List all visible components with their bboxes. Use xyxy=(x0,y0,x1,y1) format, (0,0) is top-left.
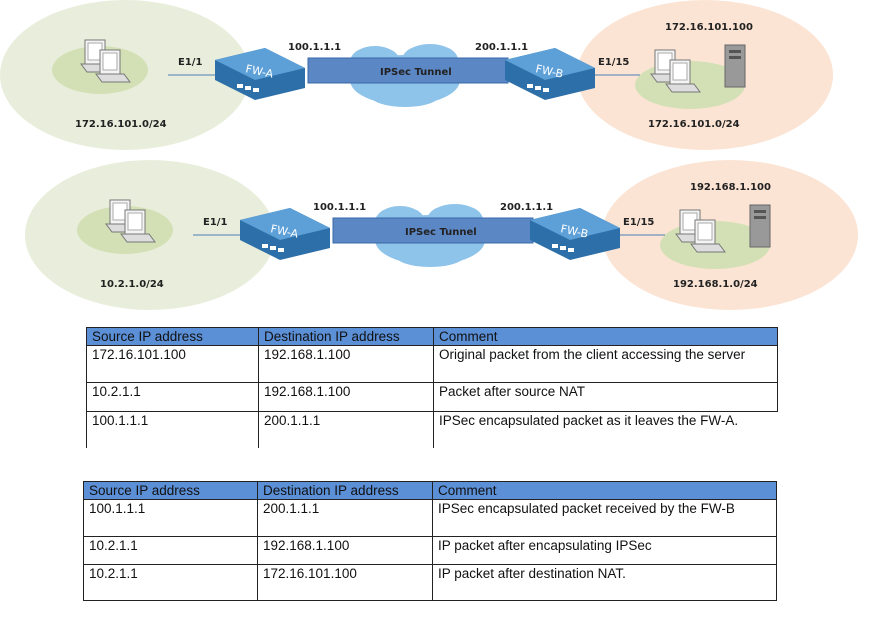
server-icon xyxy=(749,204,771,248)
left-subnet-label: 10.2.1.0/24 xyxy=(100,279,164,290)
diagram-1: E1/1 172.16.101.0/24 E1/15 172.16.101.10… xyxy=(0,0,833,150)
column-header: Source IP address xyxy=(83,481,258,500)
cell: Original packet from the client accessin… xyxy=(433,345,778,383)
ipsec-tunnel xyxy=(332,217,534,244)
right-subnet-label: 172.16.101.0/24 xyxy=(648,119,740,130)
right-interface-label: E1/15 xyxy=(623,217,654,228)
cell: 100.1.1.1 xyxy=(86,411,259,448)
tunnel-label: IPSec Tunnel xyxy=(405,227,477,238)
fw-a-ip-label: 100.1.1.1 xyxy=(288,42,341,53)
cell: 200.1.1.1 xyxy=(258,411,434,448)
cell: 10.2.1.1 xyxy=(86,382,259,412)
cell: 192.168.1.100 xyxy=(258,382,434,412)
fw-a-ip-label: 100.1.1.1 xyxy=(313,202,366,213)
column-header: Destination IP address xyxy=(257,481,433,500)
cell: IP packet after destination NAT. xyxy=(432,564,777,601)
fw-a-label: FW-A xyxy=(269,222,300,241)
server-ip-label: 172.16.101.100 xyxy=(665,22,753,33)
fw-b-ip-label: 200.1.1.1 xyxy=(475,42,528,53)
fw-a-label: FW-A xyxy=(244,62,275,81)
left-interface-label: E1/1 xyxy=(203,217,227,228)
right-subnet-label: 192.168.1.0/24 xyxy=(673,279,758,290)
left-subnet-label: 172.16.101.0/24 xyxy=(75,119,167,130)
cell: IPSec encapsulated packet received by th… xyxy=(432,499,777,537)
cell: 192.168.1.100 xyxy=(257,536,433,565)
cell: 192.168.1.100 xyxy=(258,345,434,383)
cell: 200.1.1.1 xyxy=(257,499,433,537)
fw-b-ip-label: 200.1.1.1 xyxy=(500,202,553,213)
right-interface-label: E1/15 xyxy=(598,57,629,68)
cell: 100.1.1.1 xyxy=(83,499,258,537)
cell: 10.2.1.1 xyxy=(83,564,258,601)
cell: Packet after source NAT xyxy=(433,382,778,412)
table-2: Source IP address Destination IP address… xyxy=(83,481,777,601)
ipsec-tunnel xyxy=(307,57,509,84)
network-diagrams: E1/1 172.16.101.0/24 E1/15 172.16.101.10… xyxy=(0,0,858,310)
cell: 10.2.1.1 xyxy=(83,536,258,565)
cell: 172.16.101.100 xyxy=(257,564,433,601)
server-ip-label: 192.168.1.100 xyxy=(690,182,771,193)
fw-b-label: FW-B xyxy=(559,222,589,241)
tunnel-label: IPSec Tunnel xyxy=(380,67,452,78)
cell: IPSec encapsulated packet as it leaves t… xyxy=(433,411,778,448)
fw-b-label: FW-B xyxy=(534,62,564,81)
column-header: Comment xyxy=(432,481,777,500)
column-header: Comment xyxy=(433,327,778,346)
cell: IP packet after encapsulating IPSec xyxy=(432,536,777,565)
column-header: Destination IP address xyxy=(258,327,434,346)
left-interface-label: E1/1 xyxy=(178,57,202,68)
cell: 172.16.101.100 xyxy=(86,345,259,383)
diagram-2: E1/1 10.2.1.0/24 E1/15 192.168.1.100 192… xyxy=(25,160,858,310)
server-icon xyxy=(724,44,746,88)
table-1: Source IP address Destination IP address… xyxy=(86,327,778,448)
column-header: Source IP address xyxy=(86,327,259,346)
